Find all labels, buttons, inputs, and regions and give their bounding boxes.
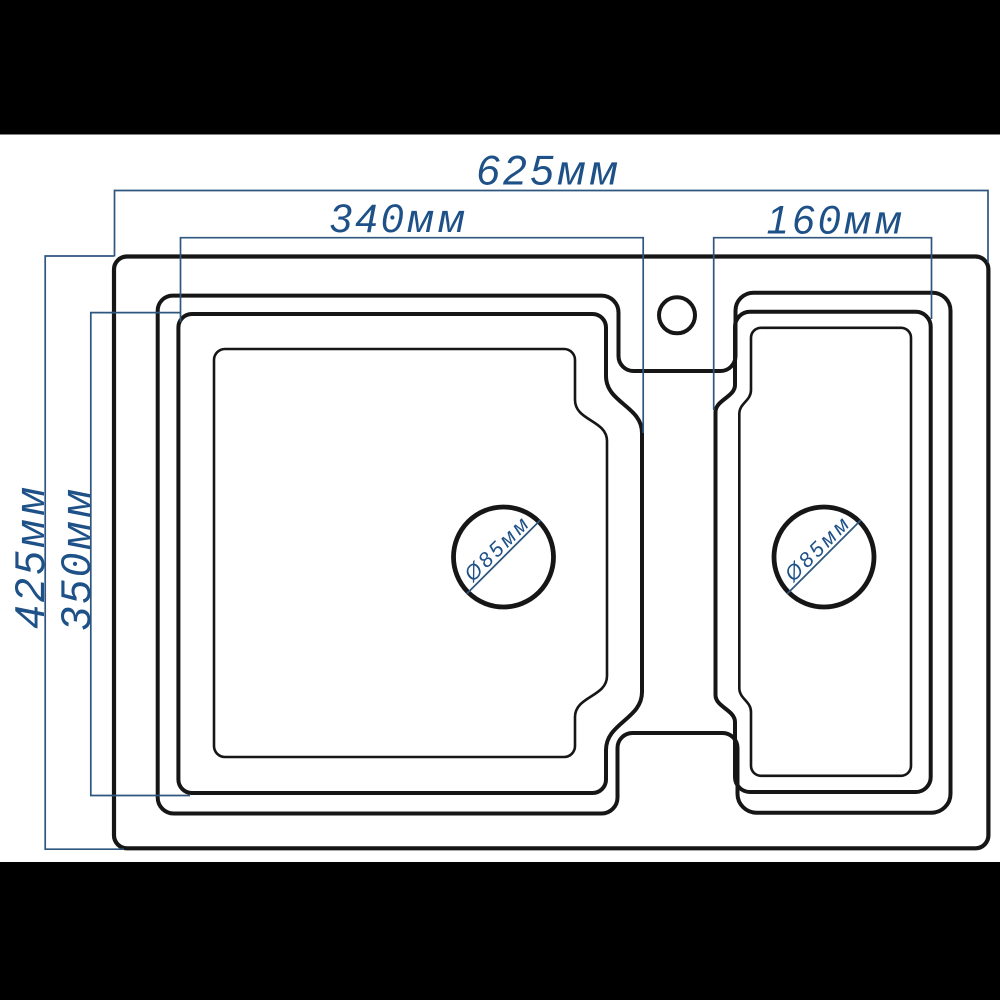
svg-text:340мм: 340мм (329, 197, 468, 241)
svg-text:625мм: 625мм (476, 147, 621, 194)
svg-text:425мм: 425мм (6, 483, 53, 628)
svg-text:160мм: 160мм (766, 199, 905, 243)
svg-text:350мм: 350мм (52, 485, 99, 630)
